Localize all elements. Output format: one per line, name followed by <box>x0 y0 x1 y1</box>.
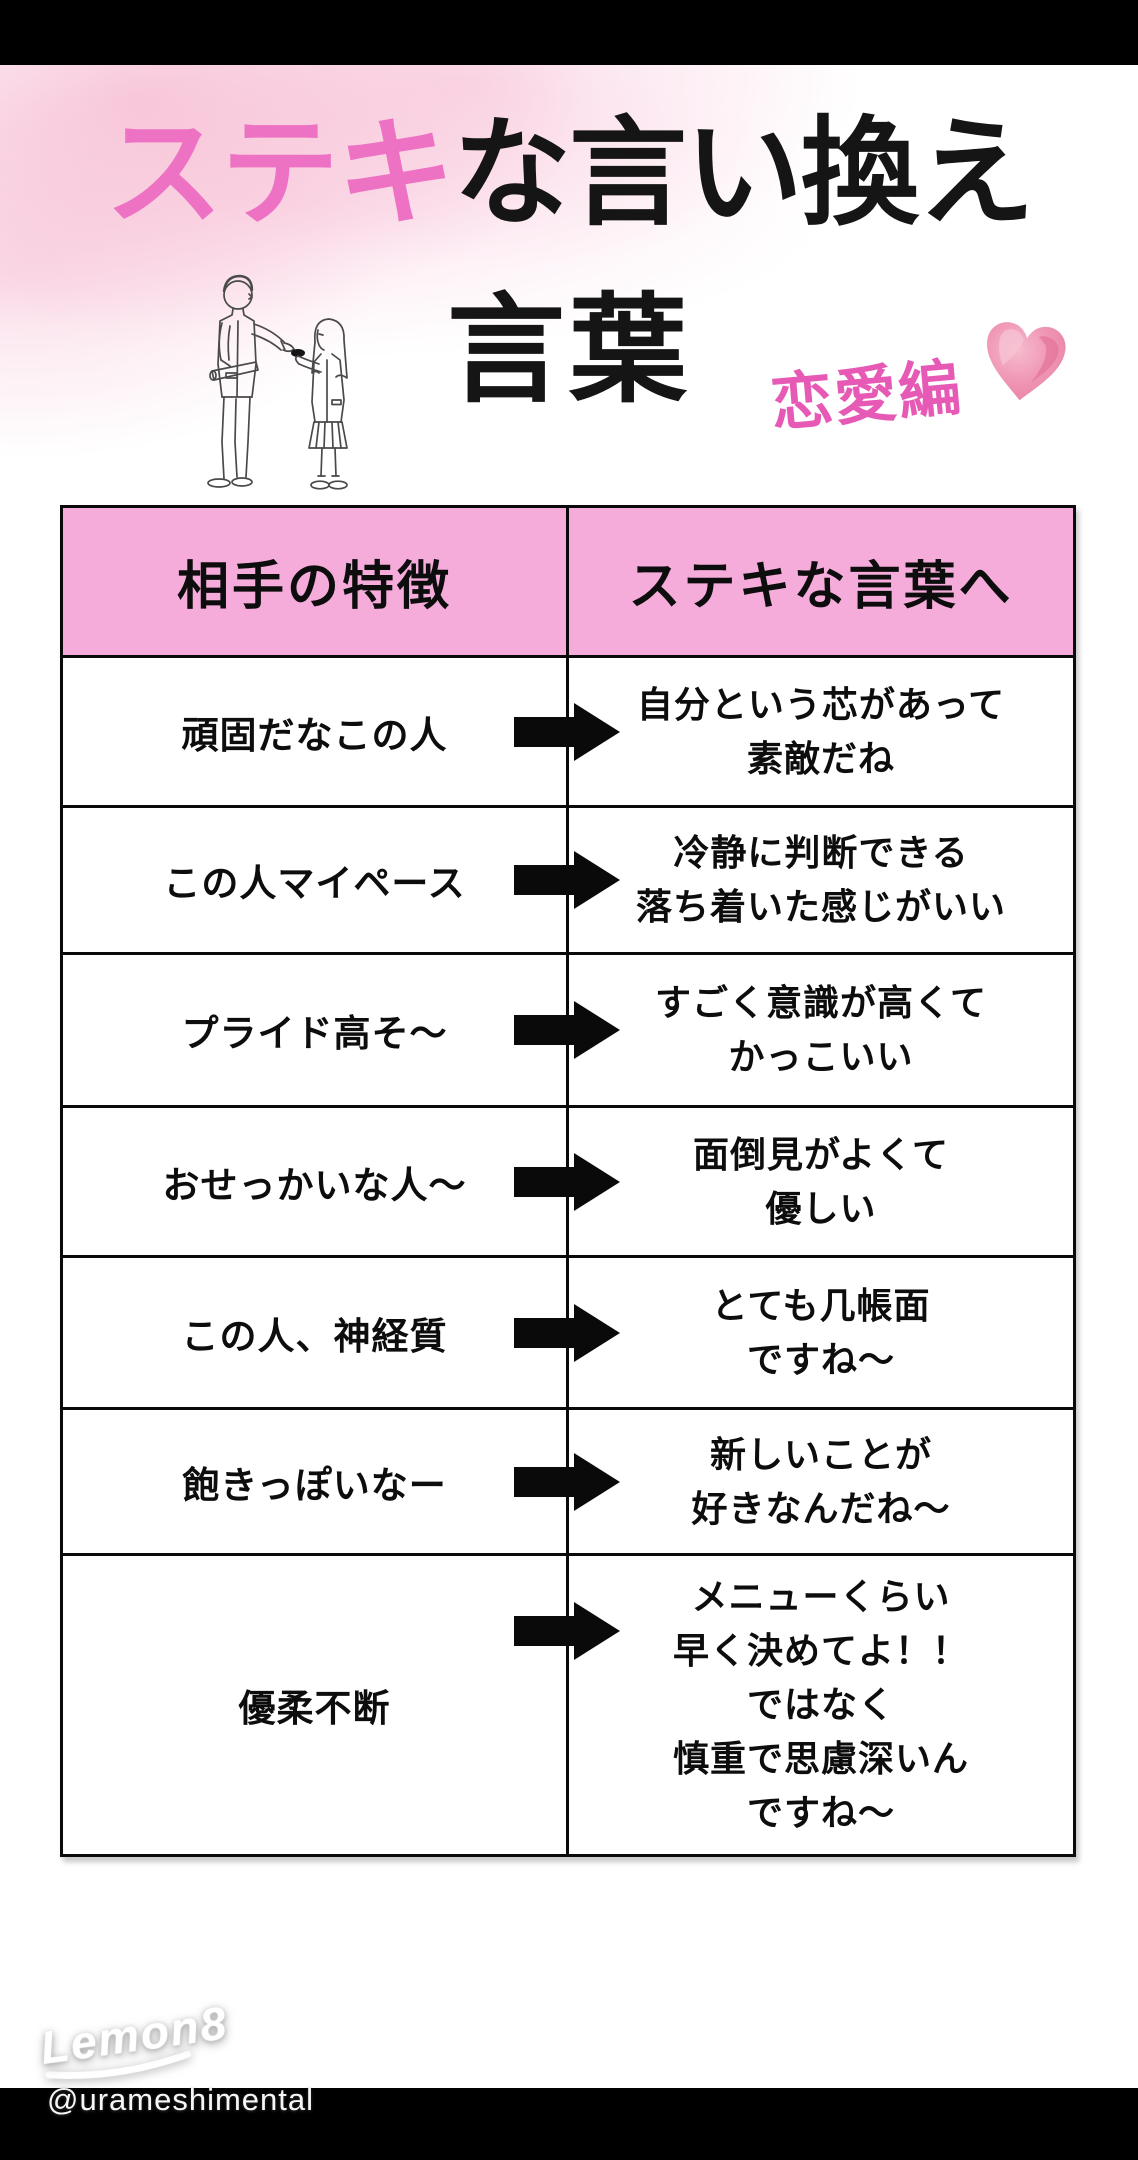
couple-illustration <box>207 274 348 490</box>
table-row-rephrase: 面倒見がよくて 優しい <box>514 1108 1073 1258</box>
title-rest: な言い換え <box>453 108 1035 240</box>
table-row-rephrase: 自分という芯があって 素敵だね <box>514 658 1073 808</box>
rephrase-text: 新しいことが 好きなんだね〜 <box>691 1433 951 1529</box>
rephrase-text: 自分という芯があって 素敵だね <box>636 683 1006 779</box>
right-arrow-icon <box>514 1152 620 1211</box>
table-row-rephrase: メニューくらい 早く決めてよ！！ ではなく 慎重で思慮深いん ですね〜 <box>514 1556 1073 1854</box>
lemon8-underline-swoosh <box>45 2050 191 2079</box>
right-arrow-icon <box>514 851 620 909</box>
table-row-rephrase: 冷静に判断できる 落ち着いた感じがいい <box>514 808 1073 955</box>
rephrase-text: メニューくらい 早く決めてよ！！ ではなく 慎重で思慮深いん ですね〜 <box>672 1576 969 1833</box>
rephrase-text: 面倒見がよくて 優しい <box>692 1133 950 1229</box>
romance-edition-badge: 恋愛編 <box>767 353 966 440</box>
top-black-bar <box>0 0 1138 65</box>
bottom-black-bar <box>0 2088 1138 2160</box>
table-row-trait: 頑固だなこの人 <box>63 658 569 808</box>
page-title-line2: 言葉 <box>446 285 691 417</box>
table-row-trait: 飽きっぽいなー <box>63 1410 569 1556</box>
username-handle: @urameshimental <box>47 2082 315 2117</box>
right-arrow-icon <box>514 1001 620 1059</box>
title-highlight: ステキ <box>104 108 455 240</box>
heart-icon <box>987 322 1066 401</box>
right-arrow-icon <box>514 1602 620 1660</box>
right-arrow-icon <box>514 1303 620 1362</box>
table-row-rephrase: 新しいことが 好きなんだね〜 <box>514 1410 1073 1556</box>
page-title: ステキな言い換え <box>0 95 1138 254</box>
right-arrow-icon <box>514 1452 620 1511</box>
table-row-rephrase: とても几帳面 ですね〜 <box>514 1258 1073 1410</box>
column-header-rephrase: ステキな言葉へ <box>569 508 1073 658</box>
table-row-trait: プライド高そ〜 <box>63 955 569 1108</box>
table-row-trait: この人、神経質 <box>63 1258 569 1410</box>
table-row-trait: 優柔不断 <box>63 1556 569 1854</box>
rephrase-text: すごく意識が高くて かっこいい <box>655 982 987 1077</box>
table-row-trait: おせっかいな人〜 <box>63 1108 569 1258</box>
rephrase-text: とても几帳面 ですね〜 <box>711 1284 931 1380</box>
rephrase-table: 相手の特徴 ステキな言葉へ 頑固だなこの人 自分という芯があって 素敵だね この… <box>60 505 1076 1857</box>
right-arrow-icon <box>514 702 620 761</box>
table-row-trait: この人マイペース <box>63 808 569 955</box>
table-row-rephrase: すごく意識が高くて かっこいい <box>514 955 1073 1108</box>
rephrase-text: 冷静に判断できる 落ち着いた感じがいい <box>635 832 1006 927</box>
column-header-trait: 相手の特徴 <box>63 508 569 658</box>
